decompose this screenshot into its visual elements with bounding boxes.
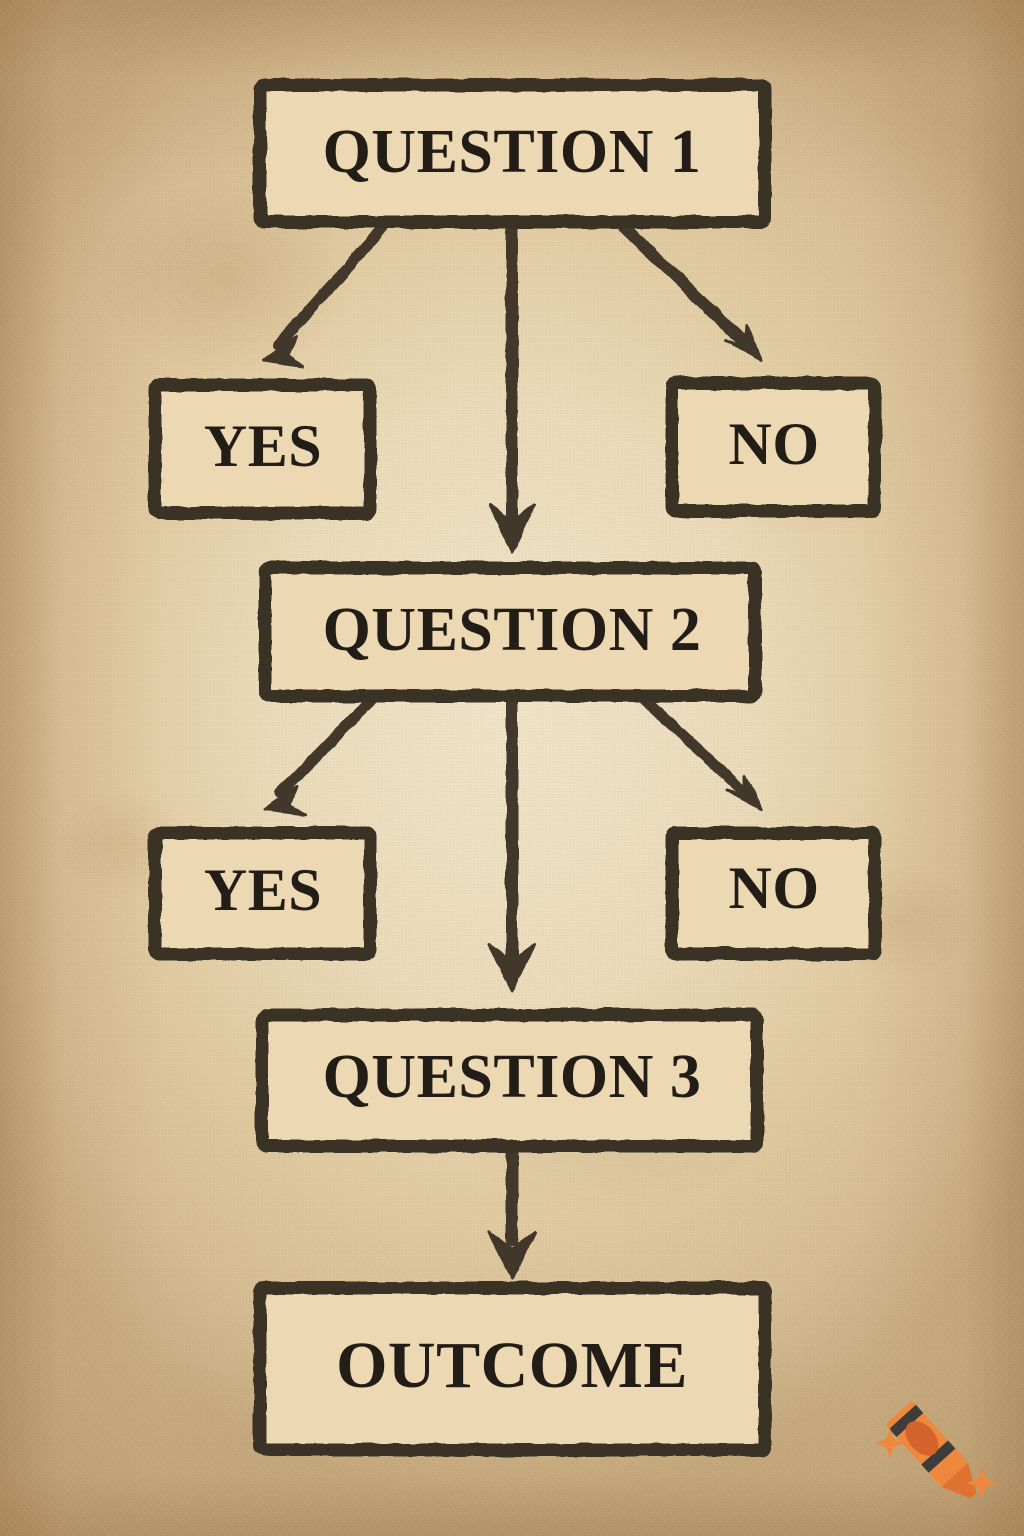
node-question-3-label: QUESTION 3 <box>323 1043 702 1111</box>
connector-layer <box>262 218 764 1280</box>
node-question-2-label: QUESTION 2 <box>323 596 702 664</box>
node-no-2[interactable]: NO <box>665 826 882 961</box>
sparkle-icon <box>875 1428 997 1498</box>
node-no-2-label: NO <box>729 855 820 921</box>
crayon-icon <box>875 1401 997 1499</box>
node-question-1[interactable]: QUESTION 1 <box>253 78 772 229</box>
node-outcome[interactable]: OUTCOME <box>253 1281 772 1457</box>
edge-q3-outcome <box>487 1142 537 1280</box>
node-no-1-label: NO <box>729 411 820 477</box>
node-question-1-label: QUESTION 1 <box>323 118 702 186</box>
node-question-2[interactable]: QUESTION 2 <box>258 561 762 703</box>
edge-q2-no2 <box>639 694 764 811</box>
node-yes-1[interactable]: YES <box>148 378 377 520</box>
edge-q2-q3 <box>487 692 537 992</box>
edge-q2-yes2 <box>263 694 378 816</box>
edge-q1-q2 <box>488 218 536 554</box>
node-question-3[interactable]: QUESTION 3 <box>255 1008 764 1153</box>
node-no-1[interactable]: NO <box>665 376 882 518</box>
node-yes-2-label: YES <box>204 857 322 923</box>
node-yes-2[interactable]: YES <box>148 826 377 961</box>
edge-q1-no1 <box>619 222 764 362</box>
node-layer: QUESTION 1 YES NO QUESTION 2 <box>148 78 882 1457</box>
node-yes-1-label: YES <box>204 413 322 479</box>
edge-q1-yes1 <box>262 222 389 368</box>
node-outcome-label: OUTCOME <box>336 1329 688 1402</box>
